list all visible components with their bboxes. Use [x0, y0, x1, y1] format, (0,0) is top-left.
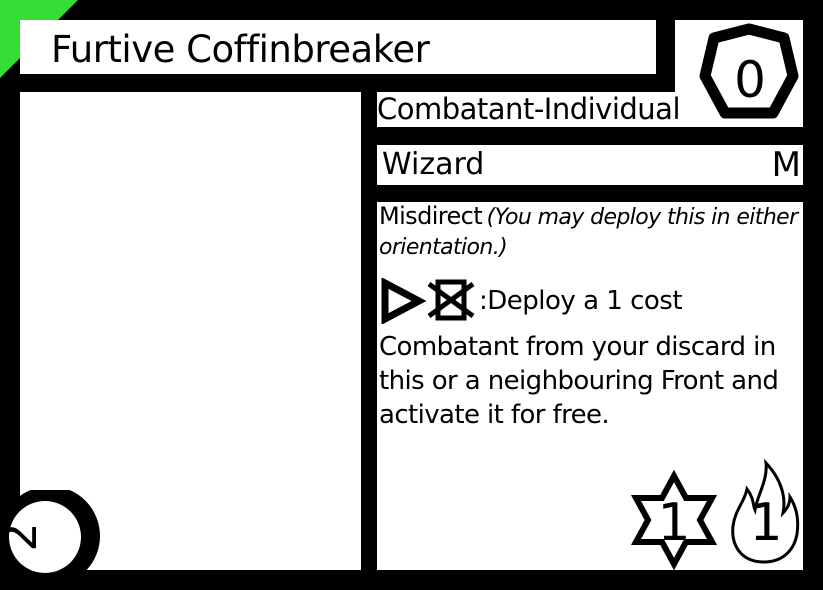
- card-title: Furtive Coffinbreaker: [51, 28, 430, 71]
- ability-intro: Misdirect (You may deploy this in either…: [379, 202, 799, 263]
- type-line: Combatant-Individual: [377, 92, 681, 126]
- heptagon-icon: 0: [699, 23, 799, 119]
- title-bar: Furtive Coffinbreaker: [20, 20, 656, 74]
- rules-text-box: Misdirect (You may deploy this in either…: [377, 202, 803, 570]
- class-code: M: [771, 145, 801, 185]
- class-line-box: Wizard M: [377, 145, 803, 185]
- flame-value: 1: [749, 493, 782, 553]
- class-name: Wizard: [382, 147, 485, 182]
- star-value: 1: [657, 493, 690, 553]
- flame-icon: 1: [731, 458, 800, 564]
- play-triangle-icon: [381, 278, 427, 324]
- ability-body: Combatant from your discard in this or a…: [379, 332, 779, 430]
- front-value: 2: [0, 522, 47, 551]
- card-cost: 0: [734, 51, 766, 109]
- type-line-box: Combatant-Individual: [377, 92, 704, 127]
- crossed-box-icon: [427, 279, 475, 321]
- ability-name: Misdirect: [379, 202, 483, 230]
- ability-cost-line: :Deploy a 1 cost: [379, 278, 683, 324]
- art-area: [20, 92, 361, 570]
- circle-badge-icon: 2: [0, 490, 100, 586]
- ability-cost-text: :Deploy a 1 cost: [479, 286, 683, 316]
- ability-note: (You may deploy this in either orientati…: [379, 205, 798, 260]
- six-point-star-icon: 1: [630, 470, 718, 570]
